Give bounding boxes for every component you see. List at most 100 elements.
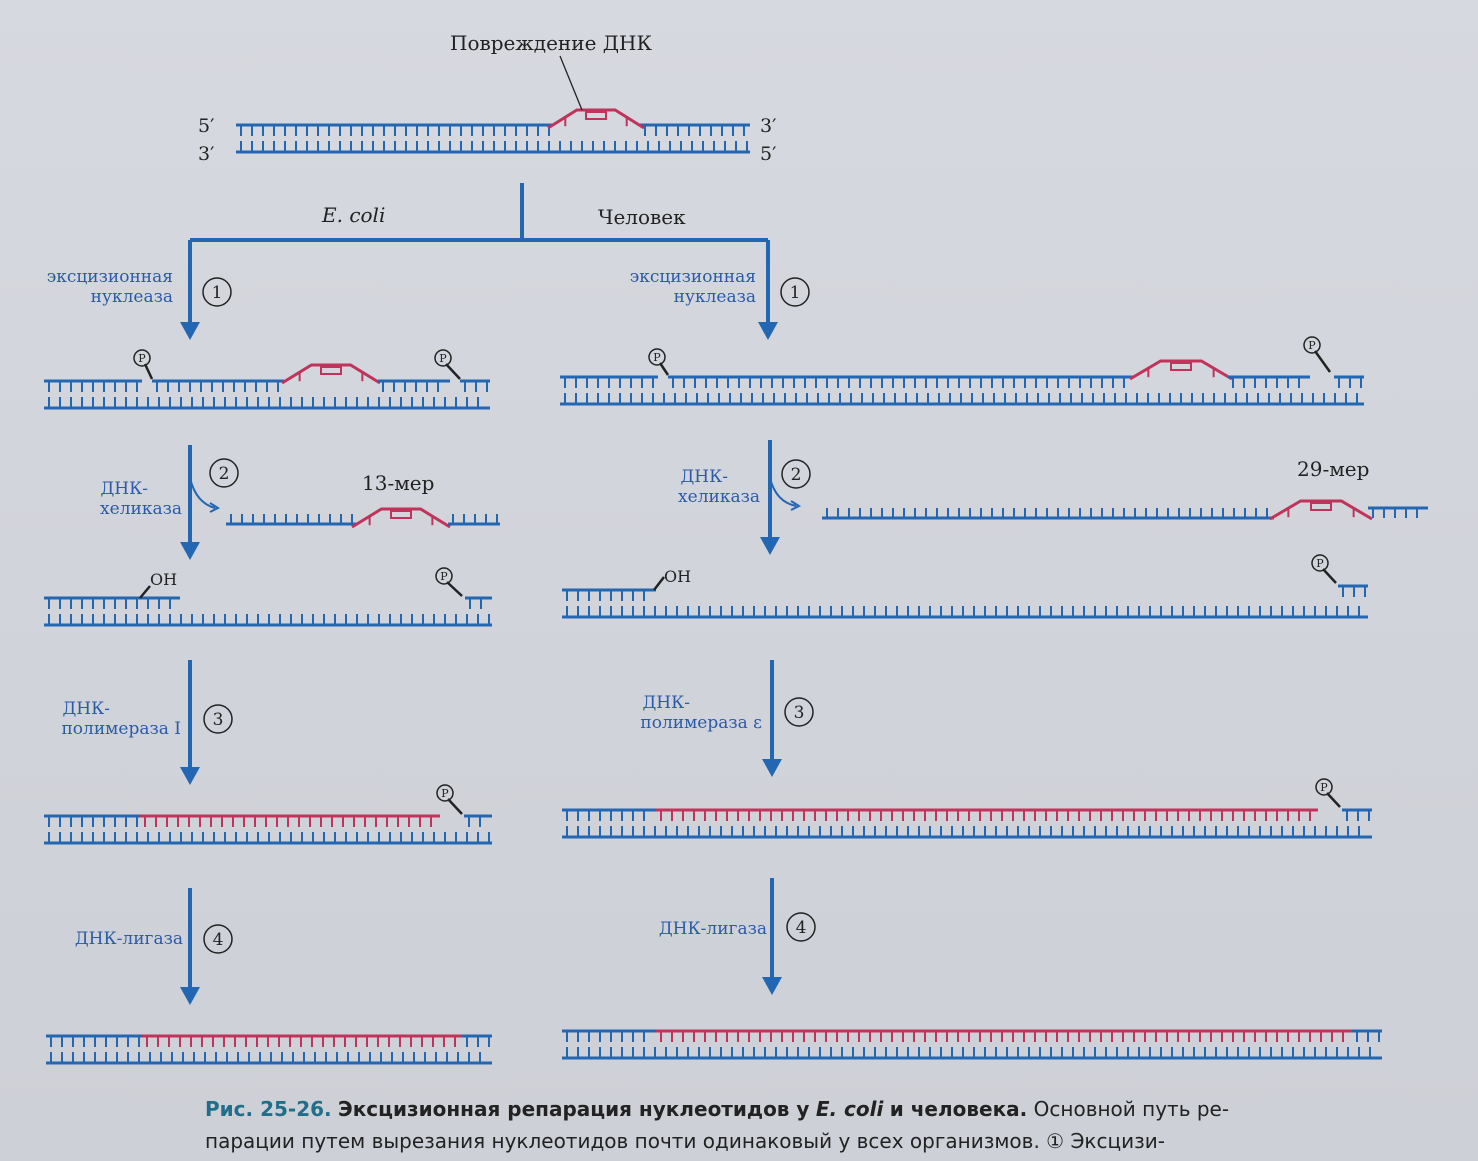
pyrimidine-dimer [1170, 362, 1192, 371]
right-r4-top-old-right-bases [1356, 1031, 1380, 1042]
pyrimidine-dimer [1310, 502, 1332, 511]
left-r2-phosphate: P [435, 567, 463, 597]
right-r1-top-right-bases [1338, 377, 1362, 388]
right-r2-bottom-bases [566, 606, 1360, 617]
right-hydroxyl-label: OH [664, 567, 691, 586]
right-r1-lesion [1129, 359, 1233, 381]
left-fragment-bases-b [452, 514, 498, 524]
right-fragment-label: 29-мер [1297, 457, 1369, 481]
phosphate-circle [1303, 336, 1321, 354]
left-step2-branch-curve [189, 477, 216, 509]
right-fragment-bases-b [1372, 508, 1418, 518]
step-number-circle [781, 459, 811, 489]
left-step3-arrow [180, 660, 200, 785]
step-number-circle [780, 277, 810, 307]
damage-bulge [1129, 359, 1233, 381]
right-r2-top-right-bases [1342, 586, 1366, 597]
right-step4-arrow [762, 878, 782, 995]
phosphate-circle [436, 784, 454, 802]
step-number: 1 [790, 283, 801, 303]
left-r2-top-right-bases [469, 598, 482, 609]
damage-bulge [281, 363, 381, 385]
right-step1-label-line2: нуклеаза [674, 287, 756, 307]
right-step1-arrow [758, 240, 778, 340]
damage-bulge [1269, 499, 1373, 521]
left-step4-label: ДНК-лигаза [75, 929, 183, 949]
branch-human-label: Человек [598, 205, 686, 229]
left-r3-repair-bases [144, 816, 432, 827]
figure-caption: Рис. 25-26. Эксцизионная репарация нукле… [205, 1093, 1405, 1157]
phosphate-symbol: P [1308, 339, 1316, 352]
arrow-head [180, 322, 200, 340]
label-3prime-left: 3′ [198, 143, 214, 165]
label-5prime-left: 5′ [198, 115, 214, 137]
left-step3-label-line1: ДНК- [62, 699, 110, 719]
left-step2-branch-head [209, 502, 221, 513]
right-step2-arrow [760, 440, 780, 555]
right-step2-branch-head [790, 500, 802, 511]
damage-bulge [547, 108, 645, 130]
phosphate-symbol: P [439, 352, 447, 365]
phosphate-circle [133, 349, 151, 367]
caption-line-1: Рис. 25-26. Эксцизионная репарация нукле… [205, 1093, 1405, 1125]
right-r3-top-old-bases [566, 810, 645, 821]
right-r3-bottom-bases [566, 826, 1360, 837]
step-number: 2 [219, 464, 230, 484]
right-step3-arrow [762, 660, 782, 777]
top-dna-lesion [547, 108, 645, 130]
left-r4-top-old-right-bases [466, 1036, 490, 1047]
left-r4-bottom-bases [50, 1052, 481, 1063]
left-r2-top-left-bases [48, 598, 171, 609]
right-step1-number: 1 [780, 277, 810, 307]
caption-line1-rest: Основной путь ре- [1033, 1097, 1230, 1121]
step-number: 4 [213, 930, 224, 950]
right-r1-phosphate-2: P [1303, 336, 1332, 373]
step-number-circle [209, 458, 239, 488]
phosphate-symbol: P [1320, 781, 1328, 794]
left-step2-label-line1: ДНК- [100, 479, 148, 499]
right-r3-phosphate: P [1315, 778, 1341, 808]
phosphate-bond [1313, 350, 1332, 373]
left-step4-number: 4 [203, 924, 233, 954]
right-r3-repair-bases [660, 810, 1311, 821]
right-r4-repair-bases [660, 1031, 1344, 1042]
right-r1-top-left-bases [564, 377, 654, 388]
left-r1-top-mid-bases [156, 381, 279, 392]
pyrimidine-dimer [390, 510, 412, 519]
phosphate-bond [143, 363, 154, 380]
step-number-circle [203, 924, 233, 954]
left-r3-bottom-bases [48, 832, 490, 843]
right-r1-phosphate-1: P [648, 348, 670, 376]
phosphate-symbol: P [653, 351, 661, 364]
damage-label: Повреждение ДНК [450, 31, 652, 55]
right-step4-number: 4 [786, 912, 816, 942]
phosphate-symbol: P [440, 570, 448, 583]
left-r4-top-old-left-bases [50, 1036, 140, 1047]
right-step4-label: ДНК-лигаза [659, 919, 767, 939]
right-step1-label-line1: эксцизионная [630, 267, 756, 287]
step-number-circle [784, 697, 814, 727]
left-fragment-bases-a [230, 514, 353, 524]
left-step1-label-line2: нуклеаза [91, 287, 173, 307]
right-r4-top-old-left-bases [566, 1031, 645, 1042]
left-r1-phosphate-1: P [133, 349, 154, 380]
damage-pointer [559, 55, 583, 111]
right-step2-branch-curve [769, 477, 797, 507]
caption-title-b: и человека. [889, 1097, 1028, 1121]
caption-title-italic: E. coli [815, 1097, 884, 1121]
left-fragment-label: 13-мер [362, 471, 434, 495]
step-number: 3 [213, 710, 224, 730]
phosphate-circle [1311, 554, 1329, 572]
left-r2-bottom-bases [48, 614, 490, 625]
pyrimidine-dimer [320, 366, 342, 375]
left-fragment-lesion [351, 507, 451, 529]
top-duplex-bottom-bases [240, 141, 748, 152]
step-number: 2 [791, 465, 802, 485]
phosphate-circle [648, 348, 666, 366]
damage-bulge [351, 507, 451, 529]
phosphate-symbol: P [1316, 557, 1324, 570]
right-fragment-lesion [1269, 499, 1373, 521]
right-r2-top-left-bases [566, 590, 645, 601]
